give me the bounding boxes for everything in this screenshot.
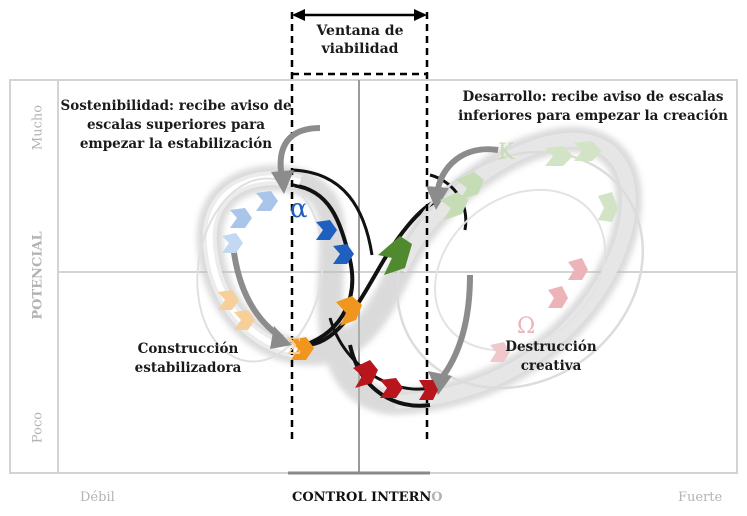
chevron-blue-2 — [333, 244, 354, 264]
loop-inner-left-outer — [291, 168, 374, 256]
x-axis-title: CONTROL INTERNO — [292, 490, 443, 505]
chevron-orange-faded-2 — [234, 310, 255, 330]
construction-line-1: Construcción — [137, 341, 239, 357]
sustainability-line-2: escalas superiores para — [86, 117, 266, 133]
arrow-destruction-head — [428, 371, 452, 395]
chevron-red-3 — [419, 380, 438, 400]
destruction-line-1: Destrucción — [505, 339, 597, 355]
arrow-destruction — [437, 274, 473, 382]
chevron-blue-1 — [316, 220, 337, 240]
x-axis-low: Débil — [80, 490, 115, 505]
arrow-sustainability-head — [271, 170, 294, 194]
sustainability-line-3: empezar la estabilización — [79, 136, 273, 152]
chevron-green-faded-5 — [598, 192, 618, 222]
window-label: Ventana de viabilidad — [300, 22, 420, 58]
chevron-green-faded-4 — [574, 141, 602, 161]
x-axis-title-tail: O — [431, 490, 443, 505]
chevron-red-2 — [380, 378, 403, 398]
chevron-green-faded-2 — [456, 172, 484, 200]
kappa-symbol: K — [498, 140, 515, 165]
chevron-orange-faded-1 — [218, 290, 239, 310]
chevron-green-1 — [378, 236, 412, 275]
chevron-red-faded-2 — [548, 286, 568, 308]
sigma-symbol: Σ — [286, 335, 302, 360]
window-label-line-2: viabilidad — [321, 41, 399, 57]
chevrons-blue — [222, 191, 354, 264]
development-annotation: Desarrollo: recibe aviso de escalas infe… — [448, 88, 738, 126]
outer-ring-left — [196, 177, 324, 363]
chevron-red-faded-3 — [490, 342, 510, 362]
construction-annotation: Construcción estabilizadora — [108, 340, 268, 378]
destruction-annotation: Destrucción creativa — [486, 338, 616, 376]
development-line-1: Desarrollo: recibe aviso de escalas — [462, 89, 724, 105]
arrow-development-head — [426, 186, 449, 210]
chevrons-green — [378, 141, 618, 275]
chevron-red-faded-1 — [568, 258, 588, 280]
chevron-red-1 — [353, 360, 378, 388]
arrow-head-right — [414, 9, 427, 21]
outer-ring-right — [395, 150, 645, 390]
chevron-blue-faded-3 — [222, 233, 243, 253]
chevron-blue-faded-2 — [256, 191, 278, 211]
sustainability-line-1: Sostenibilidad: recibe aviso de — [60, 98, 292, 114]
alpha-symbol: α — [290, 194, 308, 224]
y-axis-low: Poco — [30, 411, 46, 444]
loop-crossing — [304, 198, 441, 347]
arrow-construction-head — [270, 326, 292, 349]
chevrons-orange — [218, 290, 362, 360]
construction-line-2: estabilizadora — [134, 360, 242, 376]
omega-symbol: Ω — [517, 314, 536, 339]
y-axis-title: POTENCIAL — [30, 231, 46, 320]
arrow-development — [434, 146, 499, 196]
arrow-sustainability — [277, 125, 321, 179]
sustainability-annotation: Sostenibilidad: recibe aviso de escalas … — [56, 97, 296, 154]
chevrons-red — [353, 258, 588, 400]
y-axis-high: Mucho — [30, 104, 46, 151]
chevron-orange-1 — [336, 296, 362, 326]
development-line-2: inferiores para empezar la creación — [458, 108, 728, 124]
chevron-green-faded-3 — [545, 146, 573, 166]
x-axis-title-main: CONTROL INTERN — [292, 490, 432, 505]
inner-ring-right — [434, 188, 606, 352]
chevron-blue-faded-1 — [230, 208, 252, 228]
window-label-line-1: Ventana de — [316, 23, 404, 39]
chevron-orange-2 — [291, 337, 314, 360]
destruction-line-2: creativa — [520, 358, 582, 374]
x-axis-high: Fuerte — [678, 490, 723, 505]
arrow-head-left — [292, 9, 305, 21]
